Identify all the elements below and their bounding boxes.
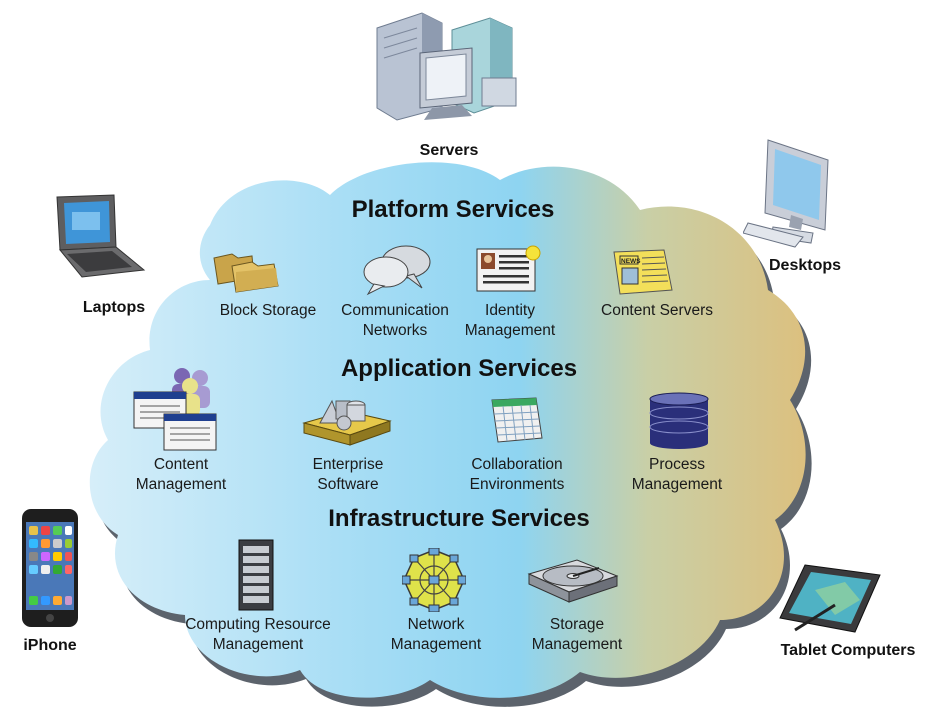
identity-management-line1: Identity	[485, 302, 535, 319]
newspaper-icon: NEWS	[613, 249, 673, 295]
laptops-label: Laptops	[82, 299, 146, 316]
iphone-label: iPhone	[23, 637, 77, 654]
enterprise-software-label: Enterprise Software	[313, 455, 384, 495]
collaboration-environments-label: Collaboration Environments	[470, 455, 565, 495]
network-icon	[402, 548, 466, 612]
desktops-label: Desktops	[768, 257, 842, 274]
infrastructure-services-title: Infrastructure Services	[328, 505, 590, 532]
enterprise-software-icon	[302, 399, 392, 446]
content-servers-label: Content Servers	[601, 301, 713, 321]
laptop-icon	[56, 194, 146, 278]
servers-icon	[376, 12, 517, 121]
block-storage-line1: Block Storage	[219, 302, 317, 319]
database-icon	[649, 392, 709, 449]
enterprise-software-line1: Enterprise	[312, 456, 384, 473]
content-servers-line1: Content Servers	[601, 302, 713, 319]
network-management-label: Network Management	[391, 615, 481, 655]
collaboration-environments-line2: Environments	[469, 476, 565, 493]
content-management-icon	[133, 368, 217, 451]
content-management-label: Content Management	[136, 455, 226, 495]
process-management-line2: Management	[631, 476, 723, 493]
network-management-line1: Network	[407, 616, 465, 633]
platform-services-title: Platform Services	[351, 196, 555, 223]
content-management-line2: Management	[135, 476, 227, 493]
application-services-title: Application Services	[340, 355, 578, 382]
storage-management-line1: Storage	[549, 616, 605, 633]
calendar-icon	[491, 397, 543, 443]
servers-label: Servers	[419, 142, 479, 159]
communication-networks-line2: Networks	[362, 322, 428, 339]
iphone-icon	[22, 509, 78, 627]
computing-resource-management-line2: Management	[212, 636, 304, 653]
identity-management-label: Identity Management	[465, 301, 555, 341]
network-management-line2: Management	[390, 636, 482, 653]
communication-networks-line1: Communication	[341, 302, 449, 319]
block-storage-label: Block Storage	[220, 301, 317, 321]
news-text: NEWS	[621, 258, 641, 265]
tablet-icon	[779, 564, 881, 633]
server-tower-icon	[238, 539, 274, 611]
identity-management-line2: Management	[464, 322, 556, 339]
computing-resource-management-line1: Computing Resource	[185, 616, 331, 633]
storage-management-label: Storage Management	[532, 615, 622, 655]
process-management-label: Process Management	[632, 455, 722, 495]
speech-bubbles-icon	[363, 245, 431, 296]
id-card-icon	[476, 245, 541, 292]
communication-networks-label: Communication Networks	[341, 301, 449, 341]
hard-drive-icon	[527, 559, 619, 603]
storage-management-line2: Management	[531, 636, 623, 653]
desktop-icon	[743, 139, 829, 248]
process-management-line1: Process	[648, 456, 705, 473]
enterprise-software-line2: Software	[317, 476, 379, 493]
collaboration-environments-line1: Collaboration	[471, 456, 563, 473]
computing-resource-management-label: Computing Resource Management	[185, 615, 331, 655]
tablet-computers-label: Tablet Computers	[780, 642, 916, 659]
folder-icon	[213, 253, 279, 293]
content-management-line1: Content	[153, 456, 209, 473]
